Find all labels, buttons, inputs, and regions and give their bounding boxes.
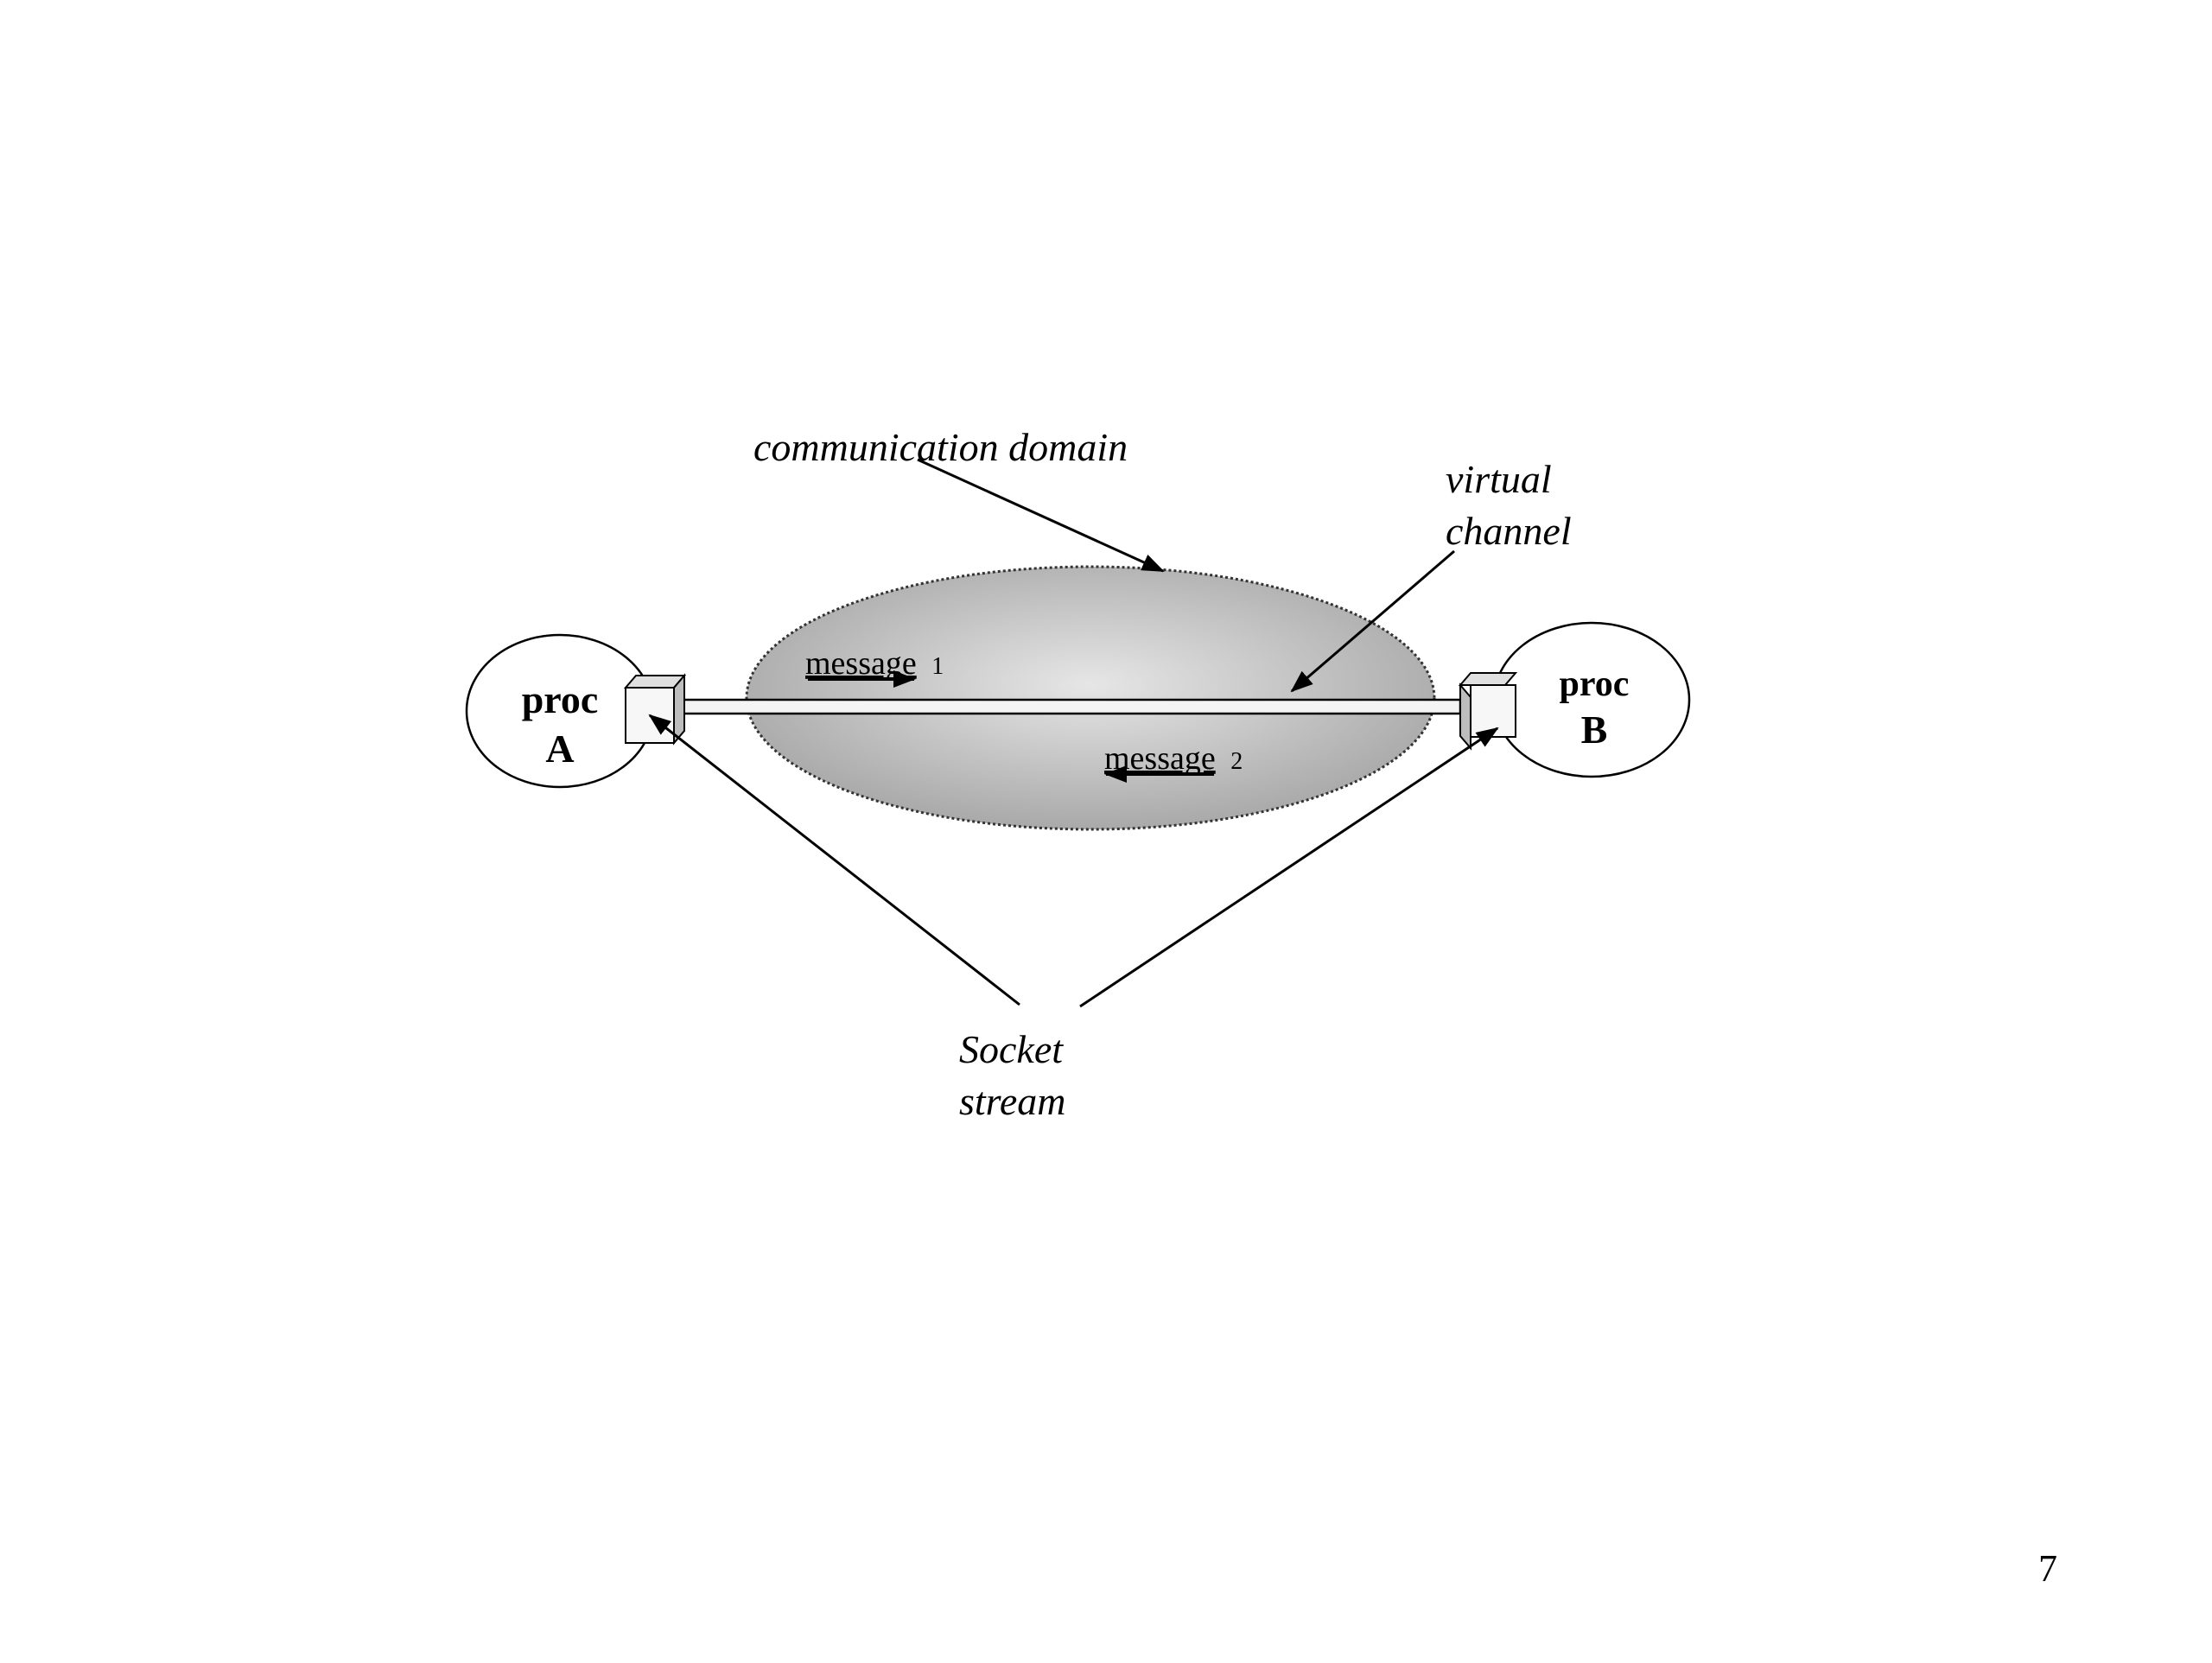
communication-domain-pointer [917, 458, 1165, 573]
page-number: 7 [2038, 1547, 2057, 1590]
socket-stream-label-line2: stream [959, 1079, 1066, 1123]
proc-b-label-line2: B [1581, 708, 1608, 752]
message-1-label: message 1 [805, 645, 944, 682]
communication-domain-ellipse [745, 565, 1436, 831]
socket-stream-pointer-b [1079, 727, 1499, 1008]
proc-a-label-line1: proc [522, 677, 599, 721]
proc-b-label-line1: proc [1560, 664, 1630, 704]
proc-a-label-line2: A [545, 727, 574, 771]
message-2-label: message 2 [1104, 740, 1243, 777]
virtual-channel-pipe [677, 698, 1462, 715]
virtual-channel-pointer [1290, 549, 1455, 693]
communication-domain-label: communication domain [753, 425, 1128, 469]
socket-a-cube [623, 673, 687, 746]
socket-b-cube [1458, 672, 1518, 751]
virtual-channel-label-line2: channel [1446, 509, 1572, 553]
socket-stream-label-line1: Socket [959, 1027, 1064, 1071]
virtual-channel-label-line1: virtual [1446, 457, 1552, 501]
socket-stream-pointer-a [648, 714, 1020, 1006]
